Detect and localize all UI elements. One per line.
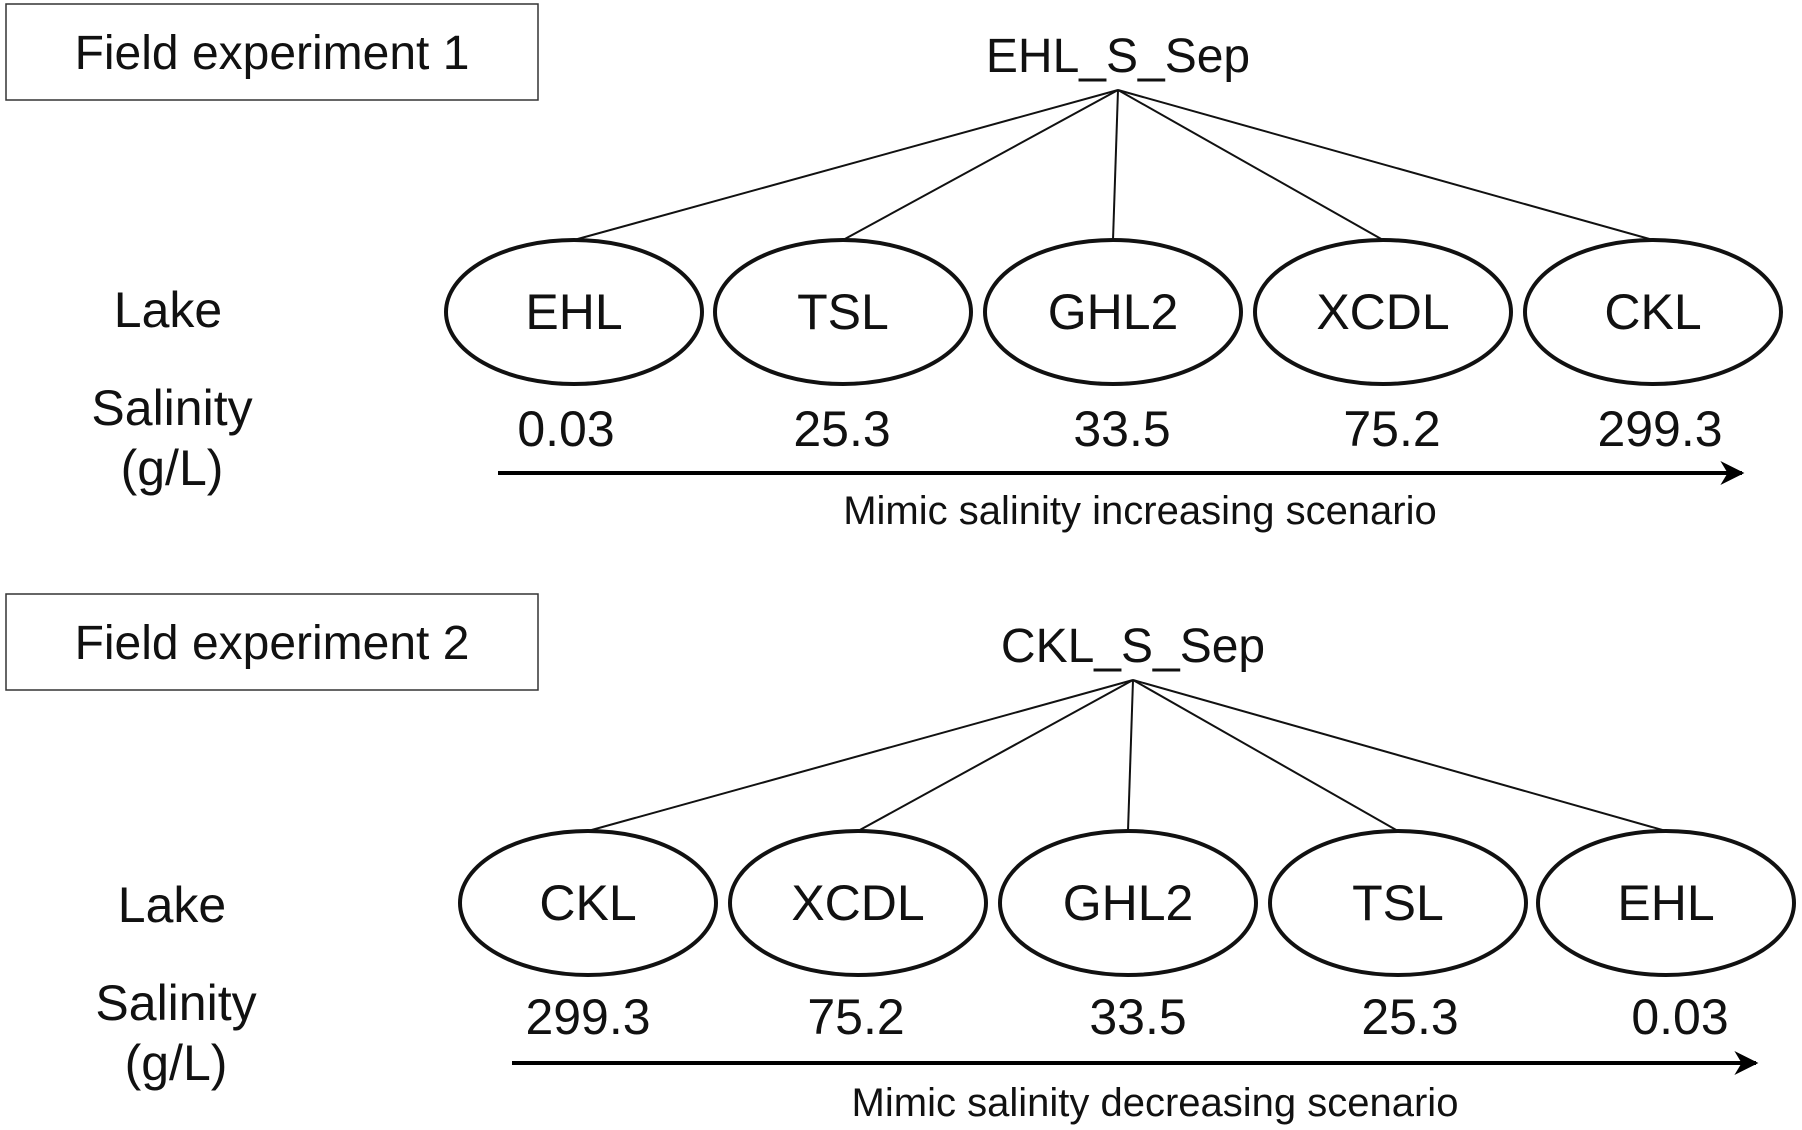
lake-salinity-value: 25.3 [793,401,890,457]
lake-name: EHL [1617,875,1714,931]
lake-node [458,829,718,977]
connector-line [842,89,1119,241]
lake-salinity-value: 33.5 [1089,989,1186,1045]
row-label-salinity-unit: (g/L) [121,440,224,496]
lake-name: XCDL [791,875,924,931]
scenario-label: Mimic salinity decreasing scenario [852,1081,1459,1125]
lake-node [713,238,973,386]
lake-name: TSL [797,284,889,340]
lake-name: XCDL [1316,284,1449,340]
lake-node [983,238,1243,386]
connector-line [1112,89,1119,241]
row-label-lake: Lake [118,877,226,933]
lake-salinity-value: 0.03 [517,401,614,457]
lake-name: TSL [1352,875,1444,931]
experiment-label: Field experiment 2 [75,617,470,670]
lake-name: CKL [539,875,636,931]
lake-salinity-value: 299.3 [525,989,650,1045]
experiment-label-box [5,593,539,691]
row-label-salinity-unit: (g/L) [125,1035,228,1091]
connector-line [1117,89,1384,241]
row-label-lake: Lake [114,282,222,338]
lake-name: GHL2 [1048,284,1179,340]
experiment-label: Field experiment 1 [75,27,470,80]
connector-line [1132,679,1399,832]
connector-line [1127,679,1134,832]
lake-node [1536,829,1796,977]
lake-node [1253,238,1513,386]
source-sample-label: EHL_S_Sep [986,30,1250,83]
lake-node [1523,238,1783,386]
experiment-label-box [5,3,539,101]
lake-salinity-value: 299.3 [1597,401,1722,457]
lake-name: CKL [1604,284,1701,340]
scenario-label: Mimic salinity increasing scenario [843,489,1437,533]
connector-line [1132,679,1667,832]
lake-salinity-value: 33.5 [1073,401,1170,457]
lake-salinity-value: 0.03 [1631,989,1728,1045]
connector-line [857,679,1134,832]
experiment-panel-1: Field experiment 1 EHL_S_SepLakeSalinity(… [5,3,1783,533]
lake-salinity-value: 75.2 [1343,401,1440,457]
row-label-salinity: Salinity [91,380,252,436]
connector-line [587,679,1134,832]
source-sample-label: CKL_S_Sep [1001,620,1265,673]
lake-node [998,829,1258,977]
lake-salinity-value: 25.3 [1361,989,1458,1045]
experiment-panel-2: Field experiment 2 CKL_S_SepLakeSalinity(… [5,593,1796,1125]
connector-line [1117,89,1654,241]
connector-line [573,89,1119,241]
lake-node [444,238,704,386]
lake-node [728,829,988,977]
lake-name: EHL [525,284,622,340]
lake-node [1268,829,1528,977]
row-label-salinity: Salinity [95,975,256,1031]
lake-salinity-value: 75.2 [807,989,904,1045]
lake-name: GHL2 [1063,875,1194,931]
